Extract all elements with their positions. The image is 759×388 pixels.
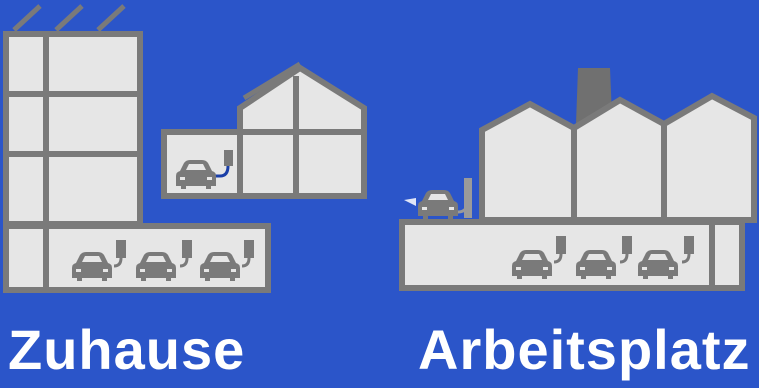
- caption-home: Zuhause: [8, 318, 246, 381]
- cable-icon: [113, 257, 251, 268]
- apartment-building: [3, 31, 143, 227]
- charger-icon: [116, 240, 254, 258]
- solar-panel-icon: [12, 4, 126, 32]
- charger-icon: [556, 236, 694, 254]
- work-scene: [399, 68, 757, 291]
- headlight-beam: [404, 198, 416, 206]
- wallbox-charger-icon: [212, 150, 233, 178]
- family-house: [237, 64, 367, 199]
- charging-post: [457, 178, 472, 218]
- cable-icon: [553, 253, 691, 264]
- home-scene: [3, 4, 367, 293]
- factory-building: [479, 92, 757, 223]
- car-icon: [418, 190, 458, 219]
- caption-workplace: Arbeitsplatz: [418, 318, 751, 381]
- solar-panel-icon: [242, 61, 302, 101]
- underground-garage-work: [399, 219, 745, 291]
